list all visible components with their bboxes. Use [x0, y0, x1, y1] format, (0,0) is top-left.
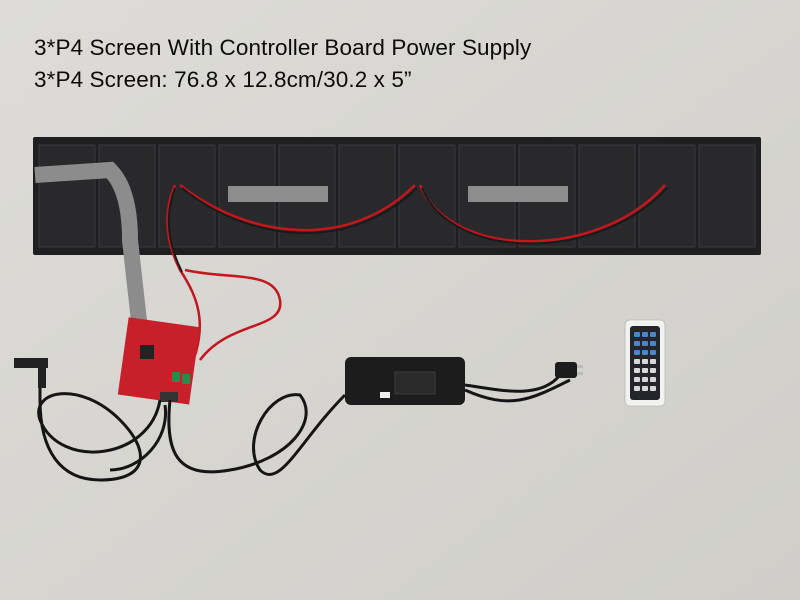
ribbon-cable — [228, 186, 328, 202]
remote-key — [634, 359, 640, 364]
remote-key — [650, 350, 656, 355]
dimensions-caption: 3*P4 Screen: 76.8 x 12.8cm/30.2 x 5” — [34, 67, 412, 92]
black-wires — [167, 187, 668, 273]
led-module — [578, 144, 636, 248]
remote-key — [650, 341, 656, 346]
remote-key — [650, 368, 656, 373]
remote-key — [634, 341, 640, 346]
ribbon-cable — [468, 186, 568, 202]
remote-key — [642, 332, 648, 337]
led-panel — [33, 137, 761, 255]
remote-key — [634, 377, 640, 382]
audio-jack — [14, 358, 48, 368]
led-module — [158, 144, 216, 248]
led-module — [338, 144, 396, 248]
led-module — [698, 144, 756, 248]
remote-key — [642, 386, 648, 391]
remote-key — [634, 350, 640, 355]
ribbon-cable — [34, 161, 148, 331]
remote-key — [634, 332, 640, 337]
remote-key — [642, 341, 648, 346]
remote-key — [642, 377, 648, 382]
remote-key — [650, 386, 656, 391]
remote-key — [650, 377, 656, 382]
remote-key — [650, 359, 656, 364]
remote-key — [634, 386, 640, 391]
led-module — [38, 144, 96, 248]
controller-board — [117, 317, 200, 405]
remote-key — [650, 332, 656, 337]
remote-key — [642, 350, 648, 355]
remote-key — [642, 359, 648, 364]
remote-control — [624, 319, 666, 407]
remote-key — [642, 368, 648, 373]
ac-plug — [555, 362, 583, 378]
audio-cable — [37, 365, 168, 482]
remote-key — [634, 368, 640, 373]
dc-cable — [167, 374, 571, 477]
title-caption: 3*P4 Screen With Controller Board Power … — [34, 35, 532, 60]
led-module — [638, 144, 696, 248]
power-supply — [345, 357, 465, 405]
